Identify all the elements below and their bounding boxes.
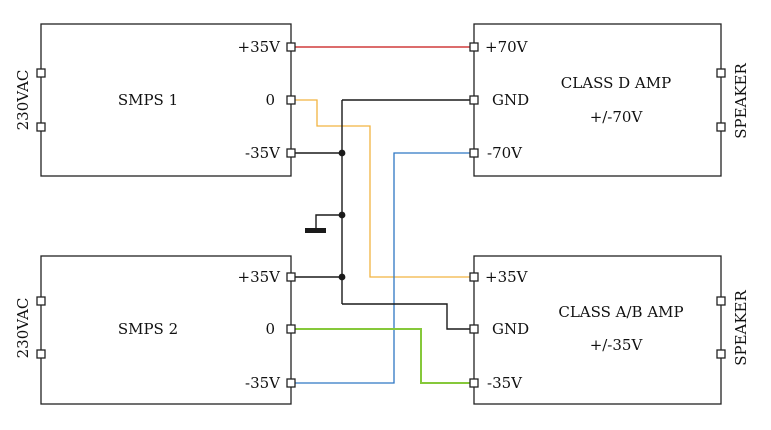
smps2-title: SMPS 2 bbox=[118, 320, 178, 338]
class-d-in-gnd: GND bbox=[492, 91, 529, 109]
class-d-subtitle: +/-70V bbox=[590, 108, 644, 126]
class-ab-in-gnd: GND bbox=[492, 320, 529, 338]
junction-dot bbox=[338, 273, 346, 281]
pin bbox=[286, 324, 296, 334]
smps1-box bbox=[40, 23, 292, 177]
wire-green-smps2-zero bbox=[291, 328, 474, 384]
class-ab-speaker-label: SPEAKER bbox=[732, 289, 750, 365]
smps1-out-plus35: +35V bbox=[238, 38, 282, 56]
pin bbox=[716, 122, 726, 132]
pin bbox=[36, 349, 46, 359]
smps2-input-label: 230VAC bbox=[14, 298, 32, 359]
pin bbox=[469, 148, 479, 158]
smps1-title: SMPS 1 bbox=[118, 91, 178, 109]
class-d-speaker-label: SPEAKER bbox=[732, 62, 750, 138]
pin bbox=[469, 42, 479, 52]
wire-blue-minus70 bbox=[291, 152, 474, 384]
pin bbox=[286, 272, 296, 282]
wire-black-chassis-ground bbox=[315, 214, 342, 229]
ground-symbol bbox=[305, 228, 326, 233]
pin bbox=[716, 349, 726, 359]
pin bbox=[286, 378, 296, 388]
class-ab-in-minus35: -35V bbox=[487, 374, 523, 392]
pin bbox=[36, 122, 46, 132]
pin bbox=[469, 378, 479, 388]
class-ab-in-plus35: +35V bbox=[485, 268, 529, 286]
pin bbox=[469, 272, 479, 282]
pin bbox=[36, 68, 46, 78]
junction-dot bbox=[338, 149, 346, 157]
pin bbox=[716, 68, 726, 78]
smps1-out-zero: 0 bbox=[265, 91, 275, 109]
smps2-out-minus35: -35V bbox=[245, 374, 281, 392]
smps2-box bbox=[40, 255, 292, 405]
smps2-out-plus35: +35V bbox=[238, 268, 282, 286]
pin bbox=[286, 42, 296, 52]
class-d-in-minus70: -70V bbox=[487, 144, 523, 162]
junction-dot bbox=[338, 211, 346, 219]
pin bbox=[469, 95, 479, 105]
smps2-out-zero: 0 bbox=[265, 320, 275, 338]
pin bbox=[469, 324, 479, 334]
pin bbox=[286, 148, 296, 158]
class-ab-title: CLASS A/B AMP bbox=[558, 303, 683, 321]
pin bbox=[286, 95, 296, 105]
smps1-input-label: 230VAC bbox=[14, 70, 32, 131]
class-ab-subtitle: +/-35V bbox=[590, 336, 644, 354]
class-d-in-plus70: +70V bbox=[485, 38, 529, 56]
smps1-out-minus35: -35V bbox=[245, 144, 281, 162]
wire-orange-smps1-zero bbox=[291, 99, 474, 278]
class-d-title: CLASS D AMP bbox=[561, 74, 671, 92]
class-ab-amp-box bbox=[473, 255, 722, 405]
wire-black-class-ab-gnd bbox=[342, 303, 474, 330]
pin bbox=[36, 296, 46, 306]
pin bbox=[716, 296, 726, 306]
class-d-amp-box bbox=[473, 23, 722, 177]
